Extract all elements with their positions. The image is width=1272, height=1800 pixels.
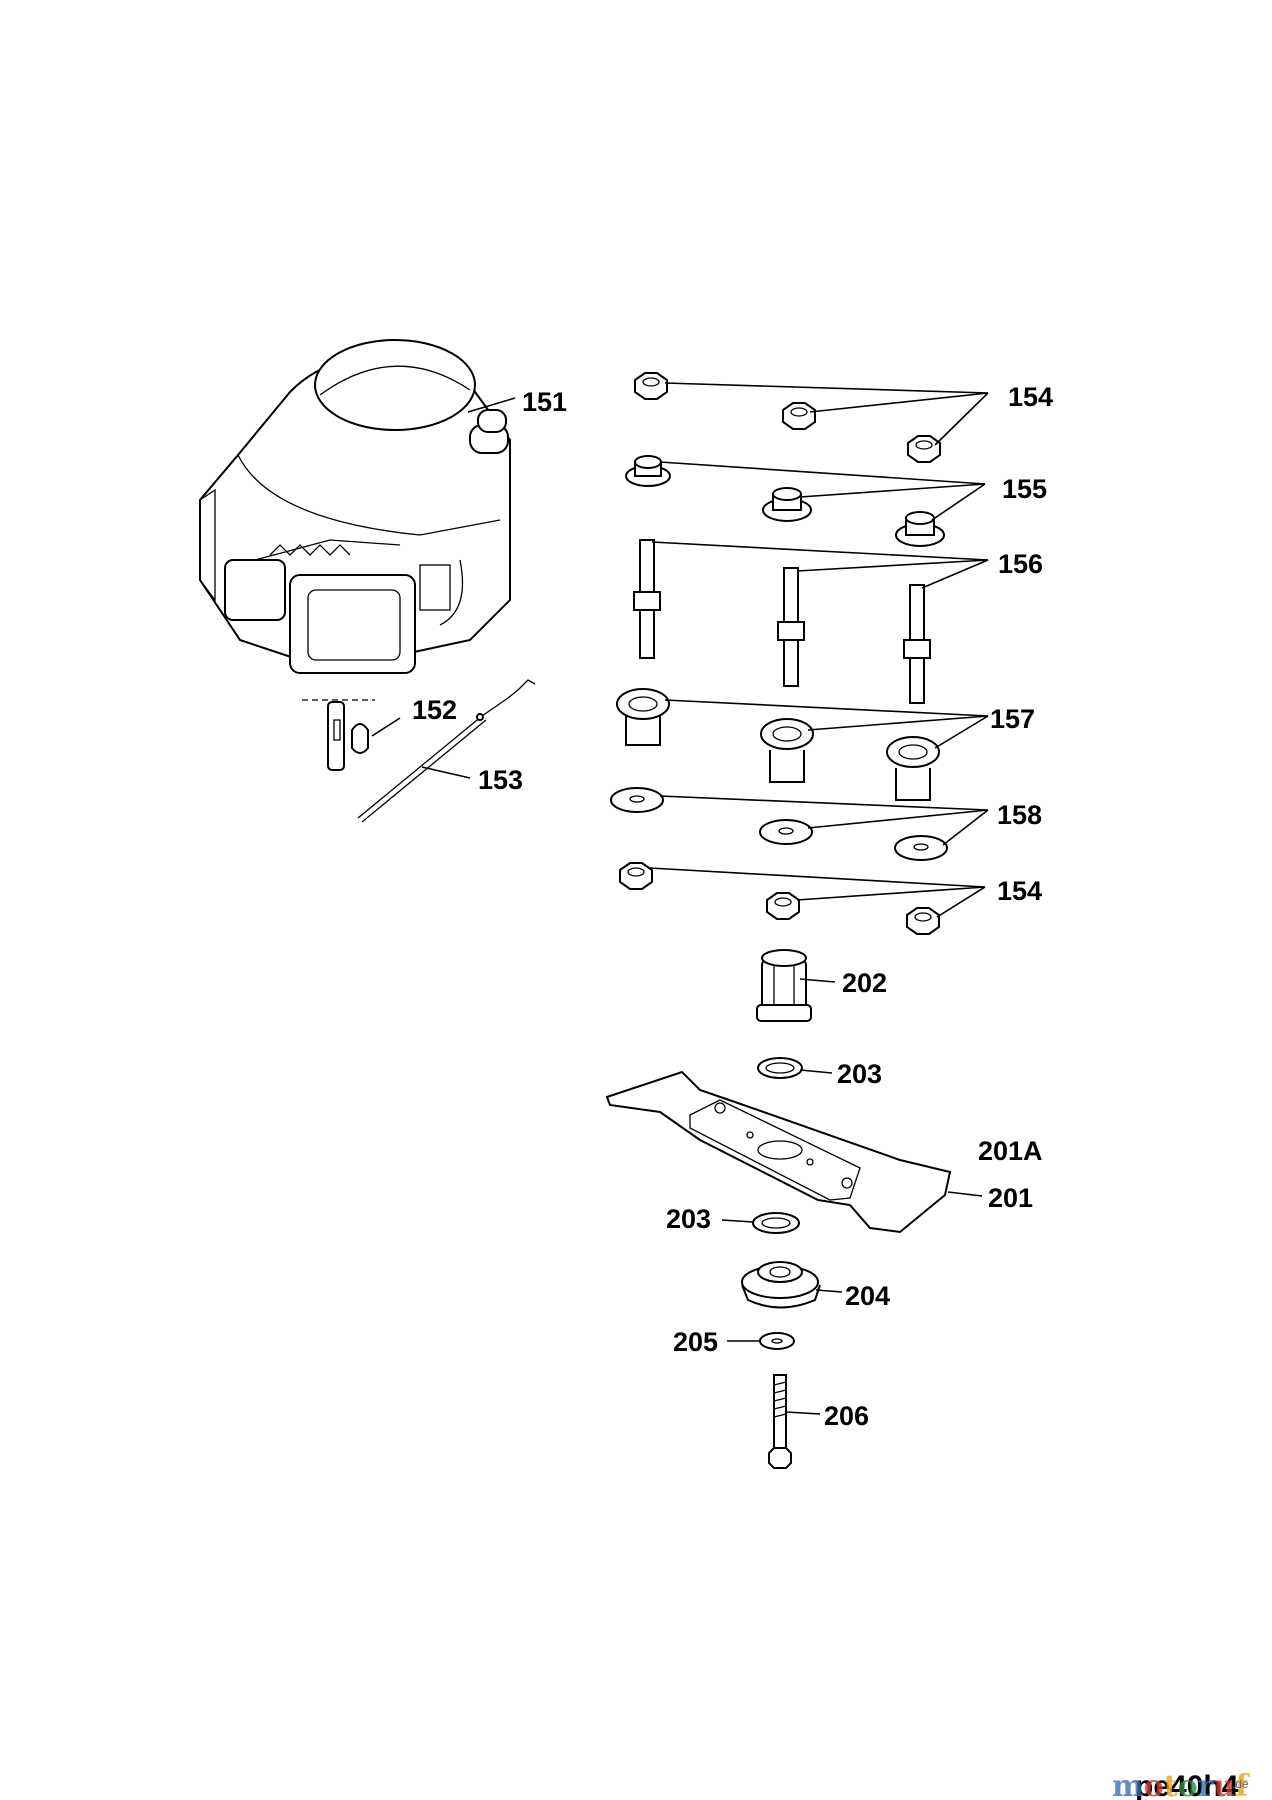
watermark-suffix: .de [1232, 1777, 1249, 1791]
label-204: 204 [845, 1281, 890, 1311]
blade-bolt-drawing [768, 1374, 792, 1469]
label-202: 202 [842, 968, 887, 998]
washers-drawing [610, 787, 948, 861]
watermark-text: motoruf [1112, 1769, 1250, 1800]
woodruff-key-drawing [302, 699, 375, 771]
label-156: 156 [998, 549, 1043, 579]
label-153: 153 [478, 765, 523, 795]
label-203-bottom: 203 [666, 1204, 711, 1234]
blade-adapter-drawing [756, 949, 812, 1022]
nuts-bottom-drawing [619, 862, 940, 935]
throttle-cable-drawing [357, 679, 536, 823]
washer-top-drawing [757, 1057, 803, 1079]
label-205: 205 [673, 1327, 718, 1357]
label-155: 155 [1002, 474, 1047, 504]
blade-retainer-drawing [741, 1261, 821, 1309]
label-154-top: 154 [1008, 382, 1053, 412]
label-152: 152 [412, 695, 457, 725]
nuts-top-drawing [634, 372, 941, 463]
spacers-drawing [625, 455, 945, 547]
label-158: 158 [997, 800, 1042, 830]
engine-drawing [199, 339, 511, 674]
label-203-top: 203 [837, 1059, 882, 1089]
small-washer-drawing [759, 1332, 795, 1350]
label-157: 157 [990, 704, 1035, 734]
label-201A: 201A [978, 1136, 1043, 1166]
bushings-drawing [616, 688, 940, 801]
leader-lines [371, 382, 989, 1415]
watermark-logo: motoruf .de [1112, 1769, 1250, 1800]
label-206: 206 [824, 1401, 869, 1431]
mower-blade-drawing [605, 1070, 952, 1234]
label-151: 151 [522, 387, 567, 417]
diagram-reference: pe40h4 [1135, 1770, 1239, 1800]
label-154-bottom: 154 [997, 876, 1042, 906]
washer-bottom-drawing [752, 1212, 800, 1234]
studs-drawing [633, 539, 931, 704]
label-201: 201 [988, 1183, 1033, 1213]
